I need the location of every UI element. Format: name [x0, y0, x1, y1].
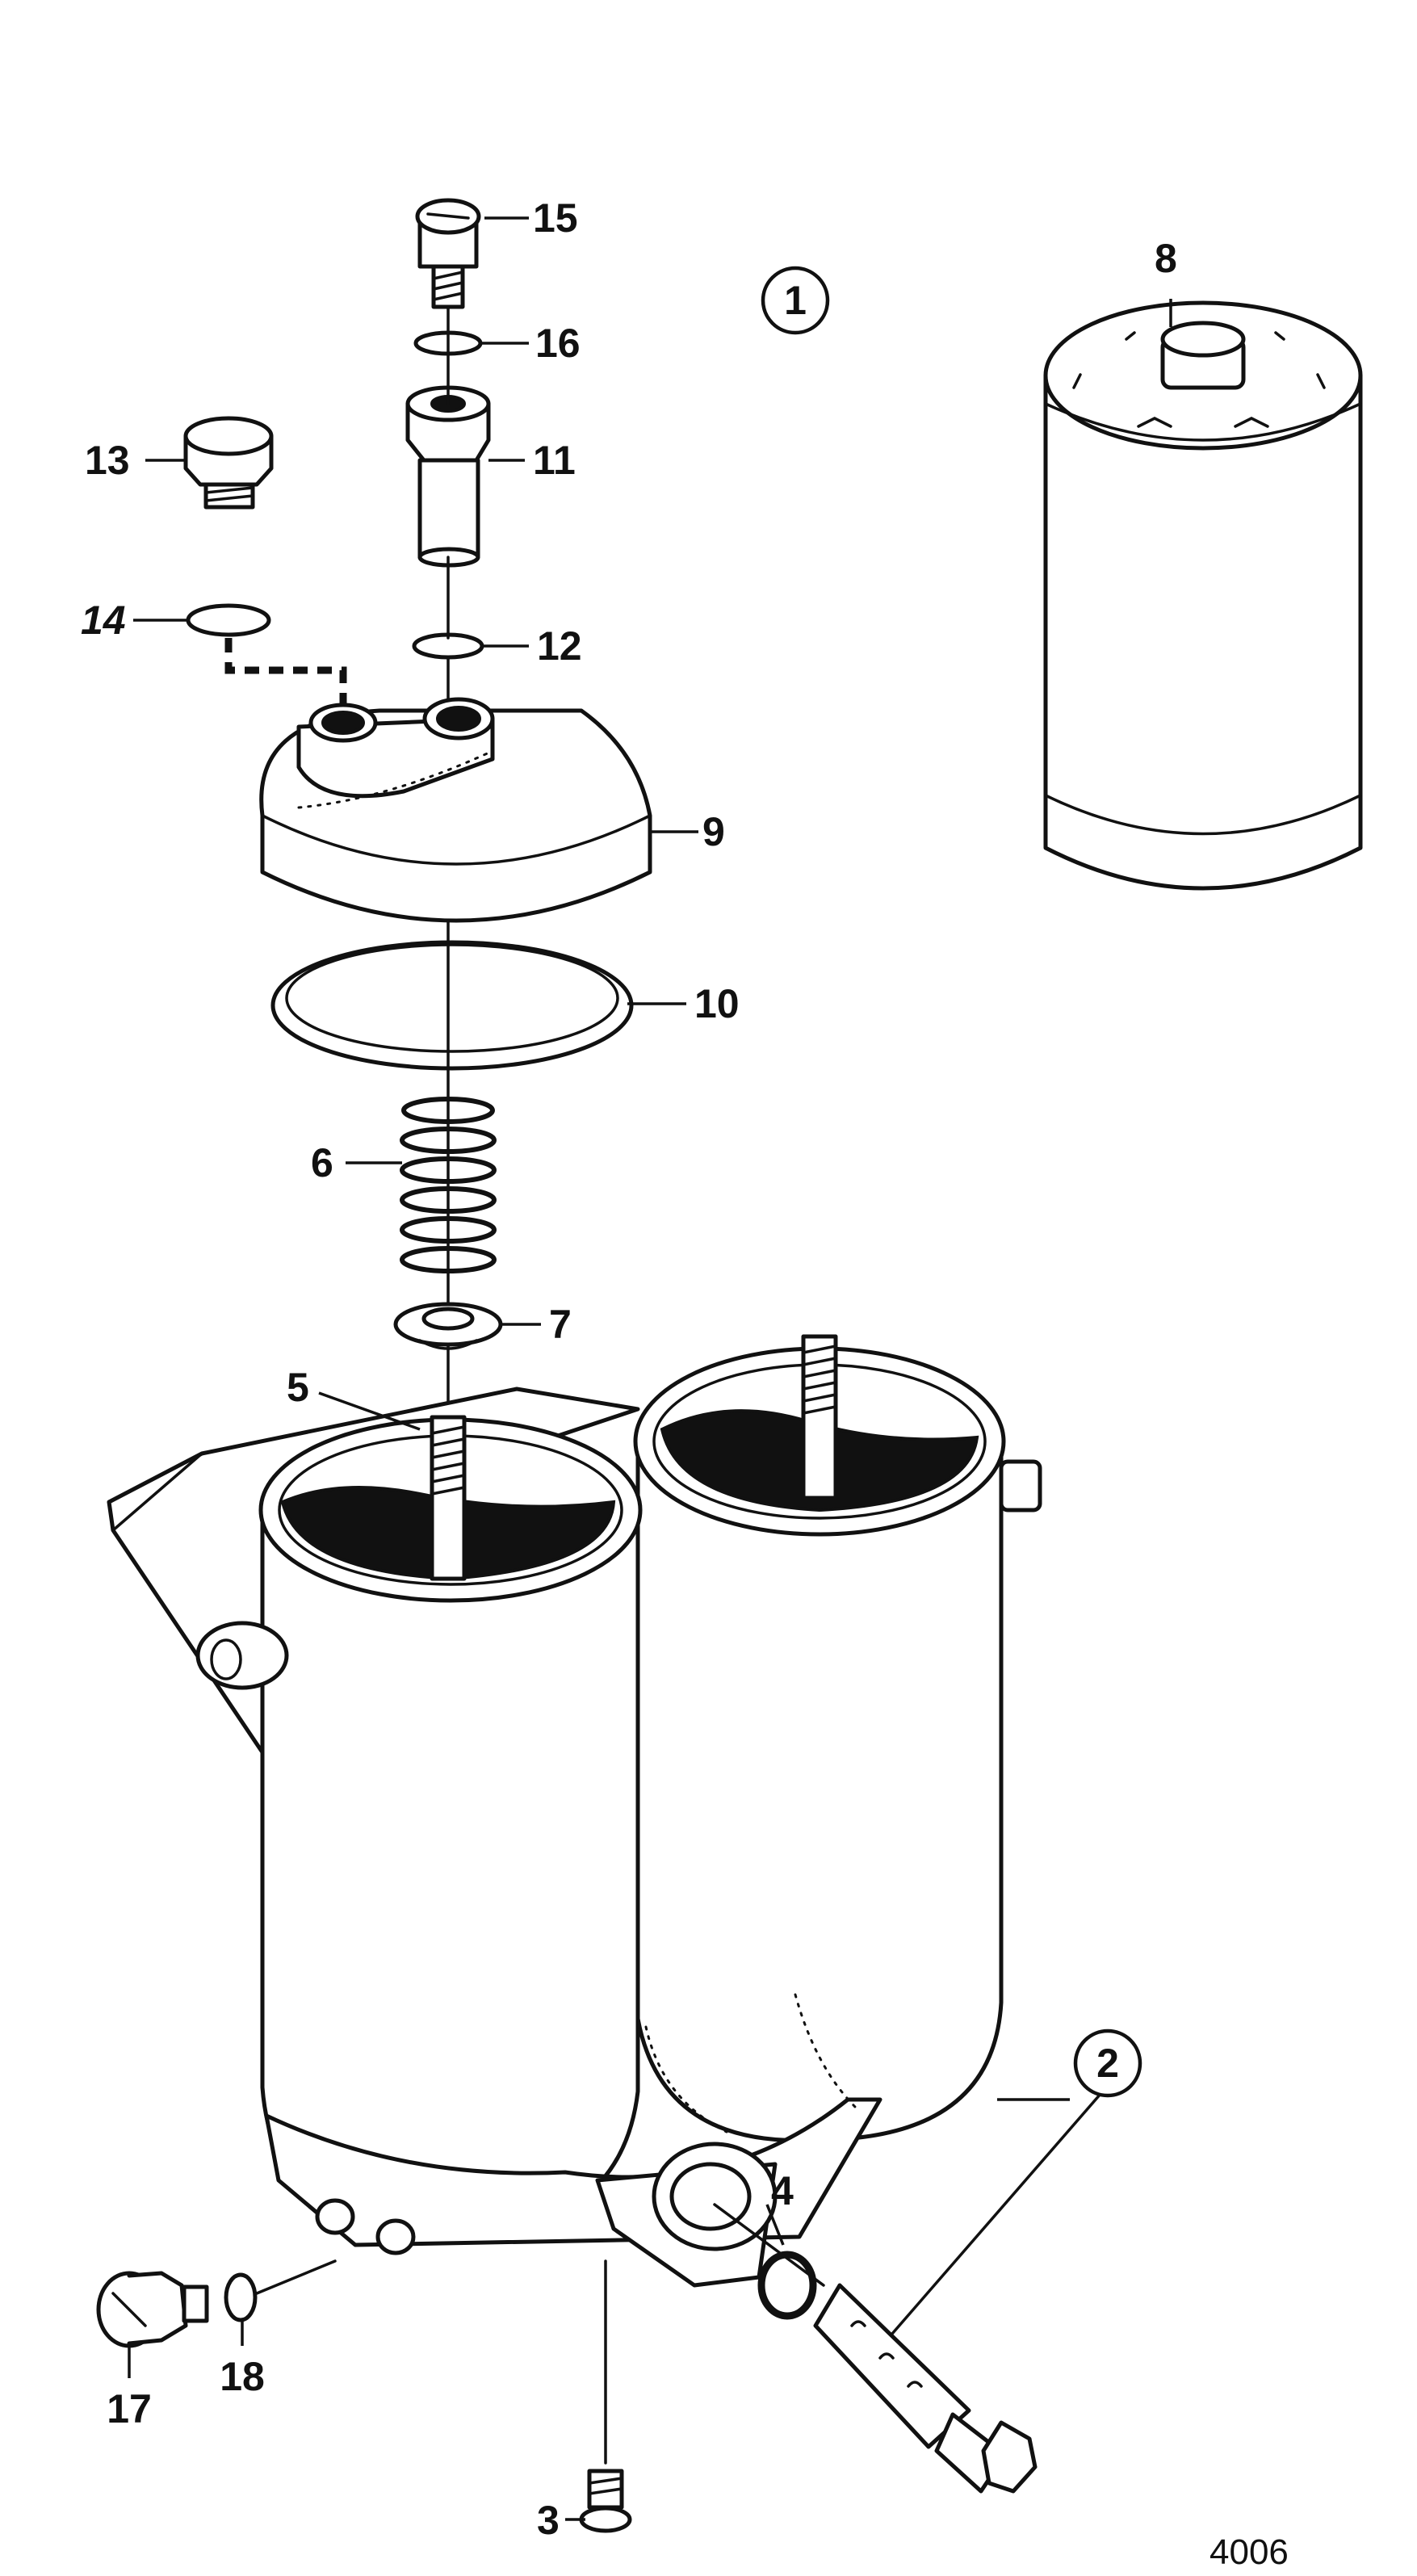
filter-cover	[259, 697, 652, 923]
callout-1: 1	[784, 278, 807, 323]
callout-18: 18	[220, 2354, 265, 2399]
center-stud-right	[801, 1334, 838, 1500]
callout-12: 12	[537, 623, 582, 669]
callout-15: 15	[533, 195, 578, 241]
filter-housing	[107, 1346, 1042, 2288]
callout-11: 11	[533, 438, 576, 483]
callout-labels: 1 2 3 4 5 6 7 8 9 10 11 12 13 14 15 16 1…	[81, 195, 1289, 2572]
plug	[183, 416, 274, 510]
leader-lines	[128, 216, 1172, 2521]
callout-6: 6	[311, 1140, 333, 1185]
callout-8: 8	[1155, 236, 1177, 281]
callout-4: 4	[771, 2168, 794, 2213]
callout-3: 3	[537, 2498, 560, 2543]
callout-5: 5	[287, 1365, 309, 1410]
callout-17: 17	[107, 2386, 152, 2431]
callout-7: 7	[549, 1302, 572, 1347]
plug-position-dashline	[224, 638, 347, 711]
drain-plug	[96, 2271, 209, 2348]
drain-washer	[224, 2272, 258, 2322]
callout-2-circle	[1073, 2028, 1142, 2098]
callout-16: 16	[535, 321, 581, 366]
spring	[400, 1097, 497, 1273]
outlet-nipple	[713, 2203, 1038, 2494]
filter-cartridge	[1043, 300, 1363, 891]
bleed-screw	[579, 2259, 632, 2533]
center-stud-left	[430, 1415, 467, 1581]
callout-13: 13	[85, 438, 130, 483]
outlet-o-ring	[757, 2251, 817, 2320]
cover-o-ring	[270, 940, 634, 1071]
drawing-number: 4006	[1209, 2532, 1289, 2572]
plug-washer	[186, 603, 271, 637]
cap-screw	[415, 198, 481, 309]
callout-1-circle	[761, 266, 830, 335]
callout-14: 14	[81, 598, 126, 643]
spring-seat	[393, 1302, 503, 1350]
callout-9: 9	[702, 809, 725, 854]
nipple-fitting	[405, 385, 491, 568]
callout-2: 2	[1096, 2041, 1119, 2086]
callout-10: 10	[694, 981, 740, 1026]
